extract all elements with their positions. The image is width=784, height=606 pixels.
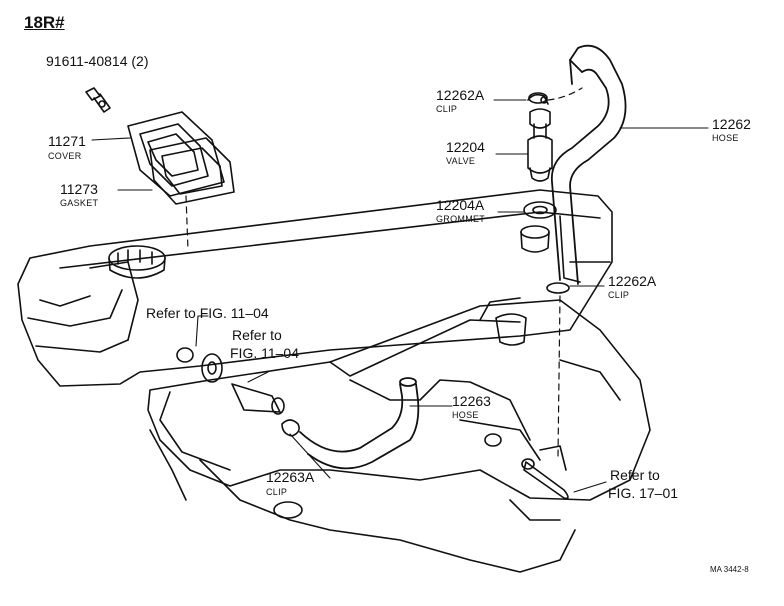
elbow-fitting — [522, 446, 568, 498]
valve-cover-body — [18, 190, 612, 386]
part-name-valve: VALVE — [446, 156, 476, 166]
fig-reference-3-line2: FIG. 17–01 — [608, 485, 679, 501]
part-number-clip-low: 12263A — [266, 469, 315, 485]
leader-lines — [92, 100, 708, 492]
part-number-cover: 11271 — [48, 133, 86, 149]
clip-mid-part — [547, 283, 569, 293]
valve-port — [521, 226, 549, 252]
part-number-bolt: 91611-40814 (2) — [46, 53, 149, 69]
assembly-lines — [186, 88, 582, 456]
pcv-valve-part — [528, 93, 552, 181]
part-name-clip-mid: CLIP — [608, 290, 630, 300]
part-name-hose-small: HOSE — [452, 410, 479, 420]
part-name-clip-top: CLIP — [436, 104, 458, 114]
gasket-part — [150, 138, 234, 204]
fig-reference-1: Refer to FIG. 11–04 — [146, 305, 269, 321]
part-number-hose-small: 12263 — [452, 393, 491, 409]
small-hose-part — [300, 378, 418, 468]
fig-reference-3-line1: Refer to — [610, 467, 660, 483]
oil-filler-cap — [109, 246, 165, 278]
part-name-cover: COVER — [48, 151, 82, 161]
pcv-fitting — [202, 354, 284, 414]
drawing-code: MA 3442-8 — [710, 565, 749, 574]
clip-low-part — [282, 420, 299, 436]
diagram-title: 18R# — [24, 13, 65, 32]
part-number-grommet: 12204A — [436, 197, 485, 213]
bolt-part — [86, 88, 110, 112]
part-number-hose-main: 12262 — [712, 116, 751, 132]
part-number-clip-mid: 12262A — [608, 273, 657, 289]
part-name-hose-main: HOSE — [712, 133, 739, 143]
fig-reference-2-line2: FIG. 11–04 — [230, 345, 300, 361]
part-number-gasket: 11273 — [60, 181, 98, 197]
intake-manifold — [148, 298, 650, 572]
part-name-grommet: GROMMET — [436, 214, 486, 224]
part-number-valve: 12204 — [446, 139, 485, 155]
part-number-clip-top: 12262A — [436, 87, 485, 103]
main-hose-part — [552, 46, 626, 284]
fig-reference-2-line1: Refer to — [232, 327, 282, 343]
cover-plate — [128, 112, 224, 196]
part-name-clip-low: CLIP — [266, 487, 288, 497]
grommet-part — [524, 202, 556, 218]
part-name-gasket: GASKET — [60, 198, 99, 208]
clip-top-part — [528, 95, 548, 104]
